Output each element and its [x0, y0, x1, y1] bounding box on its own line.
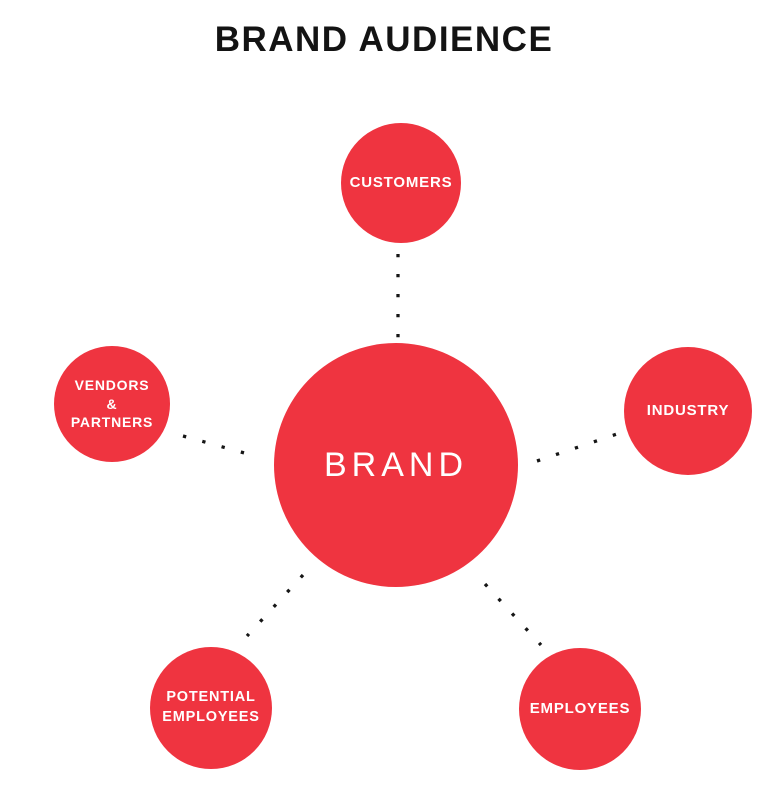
vendors-partners-circle: VENDORS & PARTNERS	[54, 346, 170, 462]
brand-label: BRAND	[323, 446, 469, 484]
vendors-partners-label-line1: VENDORS	[74, 376, 150, 393]
potential-employees-label-line2: EMPLOYEES	[162, 709, 260, 725]
employees-circle: EMPLOYEES	[519, 648, 641, 770]
vendors-partners-label-line2: &	[106, 395, 118, 412]
potential-employees-label-line1: POTENTIAL	[166, 689, 256, 706]
industry-label: INDUSTRY	[646, 401, 730, 419]
brand-circle: BRAND	[274, 343, 518, 587]
potential-employees-circle: POTENTIAL EMPLOYEES	[150, 647, 272, 769]
customers-circle: CUSTOMERS	[341, 123, 461, 243]
diagram-title: BRAND AUDIENCE	[214, 20, 554, 59]
vendors-partners-label-line3: PARTNERS	[70, 414, 154, 431]
employees-label: EMPLOYEES	[529, 699, 631, 717]
connector-vendors-partners	[182, 434, 249, 456]
connector-employees	[483, 582, 543, 647]
customers-label: CUSTOMERS	[349, 173, 453, 191]
connector-potential-employees	[245, 573, 305, 638]
connector-industry	[536, 432, 618, 463]
industry-circle: INDUSTRY	[624, 347, 752, 475]
